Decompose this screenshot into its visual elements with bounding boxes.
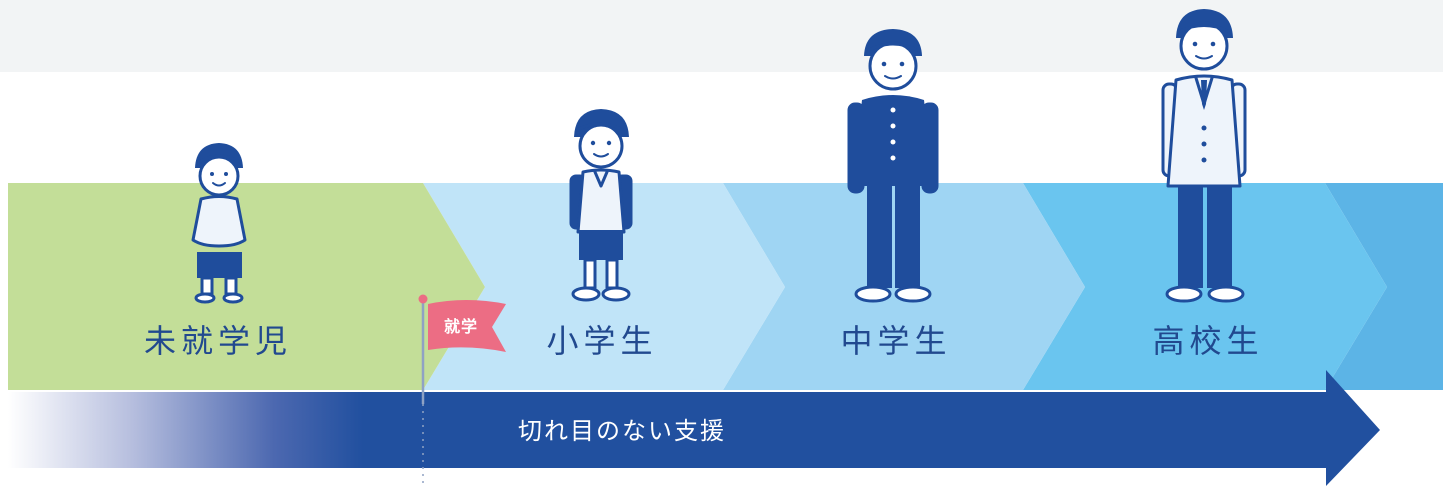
preschool-child-figure bbox=[191, 143, 247, 304]
junior-high-student-figure bbox=[847, 29, 939, 303]
stage-label-preschool: 未就学児 bbox=[143, 322, 292, 360]
support-gradient bbox=[8, 392, 363, 468]
flag-label: 就学 bbox=[443, 317, 478, 336]
stage-label-elementary: 小学生 bbox=[546, 322, 658, 360]
stage-band-high bbox=[1023, 183, 1387, 390]
stage-band-extra bbox=[1325, 183, 1443, 390]
support-arrow bbox=[362, 370, 1380, 486]
support-label: 切れ目のない支援 bbox=[518, 417, 726, 445]
stage-band-preschool bbox=[8, 183, 485, 390]
stage-label-junior-high: 中学生 bbox=[840, 322, 952, 360]
stage-label-high: 高校生 bbox=[1152, 322, 1264, 360]
high-school-student-figure bbox=[1161, 9, 1247, 303]
flag-icon bbox=[418, 294, 506, 486]
stage-band-elementary bbox=[423, 183, 785, 390]
elementary-student-figure bbox=[569, 109, 633, 302]
